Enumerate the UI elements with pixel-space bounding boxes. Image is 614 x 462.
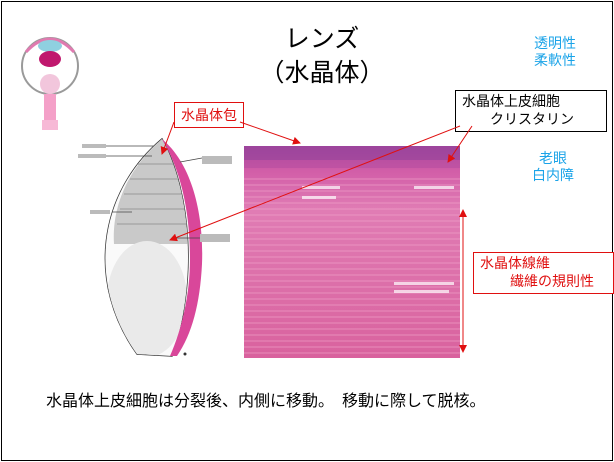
label-lens-fibers: 水晶体線維 繊維の規則性 [473,252,614,294]
label-lens-epithelium: 水晶体上皮細胞 クリスタリン [455,90,607,132]
label-fiber-regularity: 繊維の規則性 [510,274,594,290]
title-line-2: （水晶体） [259,58,385,87]
property-flexibility: 柔軟性 [534,53,576,69]
lens-conditions: 老眼 白内障 [523,151,583,185]
slide-title: レンズ （水晶体） [257,22,387,90]
eye-diagram-icon [16,24,84,134]
lens-structure-diagram [42,134,242,359]
label-epithelium-line1: 水晶体上皮細胞 [462,94,560,110]
slide-caption: 水晶体上皮細胞は分裂後、内側に移動。 移動に際して脱核。 [46,391,486,410]
property-transparency: 透明性 [534,36,576,52]
label-fibers-line1: 水晶体線維 [480,256,550,272]
lens-properties: 透明性 柔軟性 [520,36,590,70]
condition-cataract: 白内障 [532,168,574,184]
label-crystallin: クリスタリン [490,112,574,128]
condition-presbyopia: 老眼 [539,151,567,167]
histology-image [244,146,460,358]
label-lens-capsule: 水晶体包 [174,102,244,128]
title-line-1: レンズ [284,24,360,53]
